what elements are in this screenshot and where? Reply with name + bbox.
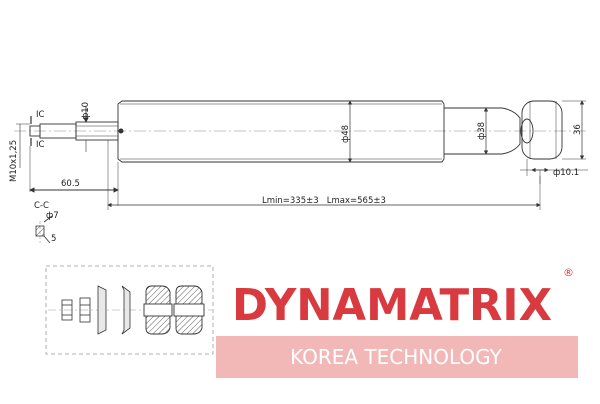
eye-dia-label: ф10.1 (553, 168, 579, 178)
kit-washer (97, 285, 107, 335)
lower-dia-label: ф38 (477, 122, 487, 140)
lower-eye (521, 100, 563, 160)
section-cc-view (35, 215, 53, 244)
eye-width-label: 36 (573, 124, 583, 135)
eye-bushing (520, 118, 534, 144)
registered-mark: ® (563, 266, 574, 279)
lower-tube (444, 107, 521, 155)
brand-tagline: KOREA TECHNOLOGY (290, 345, 503, 369)
kit-cup-washer (121, 285, 131, 335)
kit-bushing-1 (143, 285, 173, 335)
brand-logo: DYNAMATRIX ® KOREA TECHNOLOGY (216, 260, 578, 380)
section-ic-upper-label: IC (36, 110, 45, 120)
key-flat-label: 5 (51, 234, 56, 244)
length-range-label: Lmin=335±3 Lmax=565±3 (262, 196, 386, 206)
thread-label: M10x1,25 (9, 140, 19, 182)
body-dia-label: ф48 (341, 125, 351, 143)
brand-wordmark: DYNAMATRIX (232, 280, 552, 331)
key-dia-label: ф7 (46, 211, 59, 221)
shock-absorber-view (14, 100, 588, 210)
main-body (117, 100, 445, 163)
section-cc-label: C-C (34, 201, 49, 211)
rod-length-label: 60.5 (61, 179, 80, 189)
body-seal-mark (118, 128, 124, 134)
section-ic-lower-label: IC (36, 140, 45, 150)
kit-washer-nut (79, 297, 91, 323)
kit-nut (61, 299, 73, 321)
rod-dia-label: ф10 (81, 102, 91, 120)
kit-frame (45, 265, 214, 355)
logo-band (216, 336, 578, 378)
kit-bushing-2 (173, 285, 205, 335)
mounting-kit (45, 265, 214, 355)
